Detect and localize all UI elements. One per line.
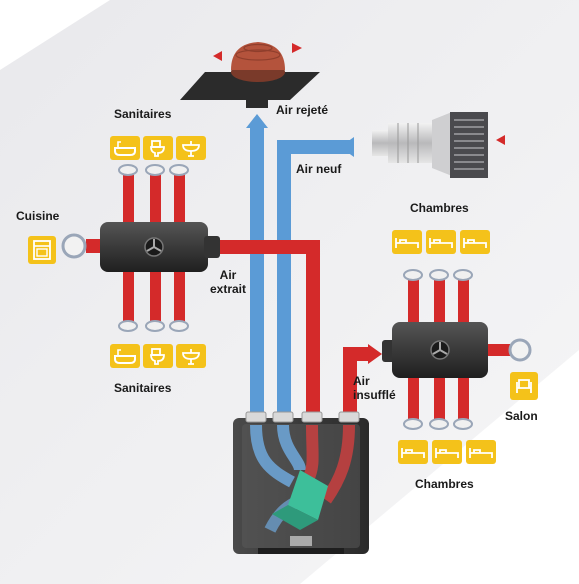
bed-icon xyxy=(398,440,428,464)
wall-intake xyxy=(372,112,505,178)
toilet-icon xyxy=(143,344,173,368)
label-cuisine: Cuisine xyxy=(16,209,60,223)
label-air-insuffle-line1: Air xyxy=(353,374,370,388)
bed-icon xyxy=(460,230,490,254)
roof-outlet xyxy=(180,42,320,108)
bed-icon xyxy=(432,440,462,464)
label-air-extrait: Air extrait xyxy=(200,268,256,296)
bed-icon xyxy=(426,230,456,254)
duct-air-rejete xyxy=(246,114,268,422)
bed-icon xyxy=(466,440,496,464)
washbasin-icon xyxy=(176,344,206,368)
label-sanitaires-top: Sanitaires xyxy=(114,107,172,121)
label-air-neuf: Air neuf xyxy=(296,162,342,176)
heat-recovery-unit xyxy=(233,411,369,554)
supply-hub xyxy=(382,269,532,430)
label-air-insuffle: Air insufflé xyxy=(353,374,396,402)
bathtub-icon xyxy=(110,344,140,368)
washbasin-icon xyxy=(176,136,206,160)
sanitaires-bottom-icons xyxy=(110,344,206,368)
duct-air-neuf xyxy=(277,137,354,420)
label-air-extrait-line2: extrait xyxy=(209,282,247,296)
label-chambres-bottom: Chambres xyxy=(415,477,474,491)
duct-air-extrait xyxy=(216,240,320,420)
duct-air-insuffle xyxy=(343,344,382,420)
label-air-rejete: Air rejeté xyxy=(276,103,329,117)
bed-icon xyxy=(392,230,422,254)
label-salon: Salon xyxy=(505,409,538,423)
label-chambres-top: Chambres xyxy=(410,201,469,215)
label-sanitaires-bottom: Sanitaires xyxy=(114,381,172,395)
toilet-icon xyxy=(143,136,173,160)
sanitaires-top-icons xyxy=(110,136,206,160)
armchair-icon xyxy=(510,372,538,400)
chambres-bottom-icons xyxy=(398,440,496,464)
oven-icon xyxy=(28,236,56,264)
chambres-top-icons xyxy=(392,230,490,254)
label-air-insuffle-line2: insufflé xyxy=(353,388,396,402)
bathtub-icon xyxy=(110,136,140,160)
label-air-extrait-line1: Air xyxy=(219,268,237,282)
extract-hub xyxy=(61,164,220,332)
